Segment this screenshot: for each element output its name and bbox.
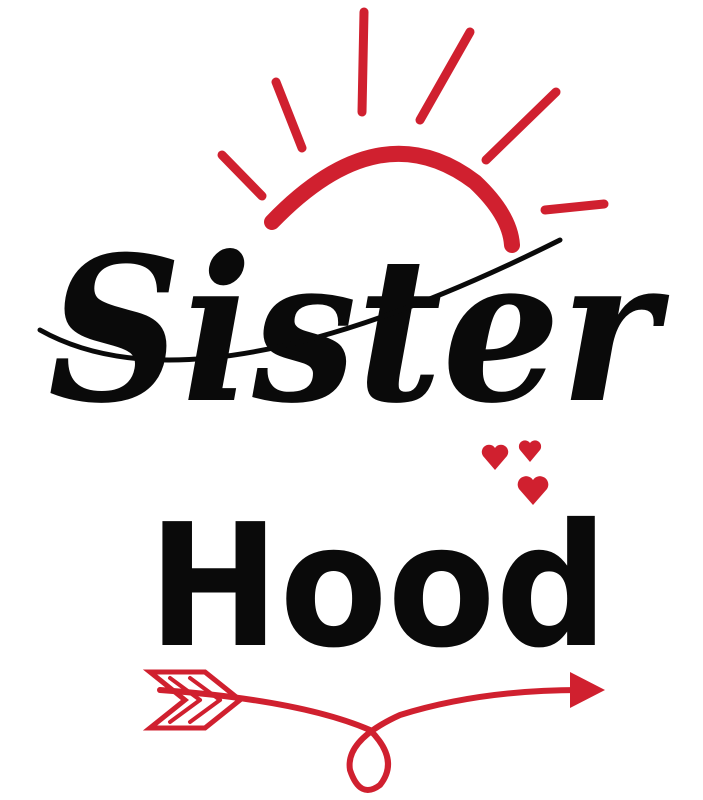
sun-icon [217,7,609,253]
title-line-hood: Hood [148,488,608,686]
arrow-icon [142,669,605,793]
hearts-icon [481,440,549,505]
title-line-sister: Sister [48,213,670,448]
script-swash [37,237,563,363]
